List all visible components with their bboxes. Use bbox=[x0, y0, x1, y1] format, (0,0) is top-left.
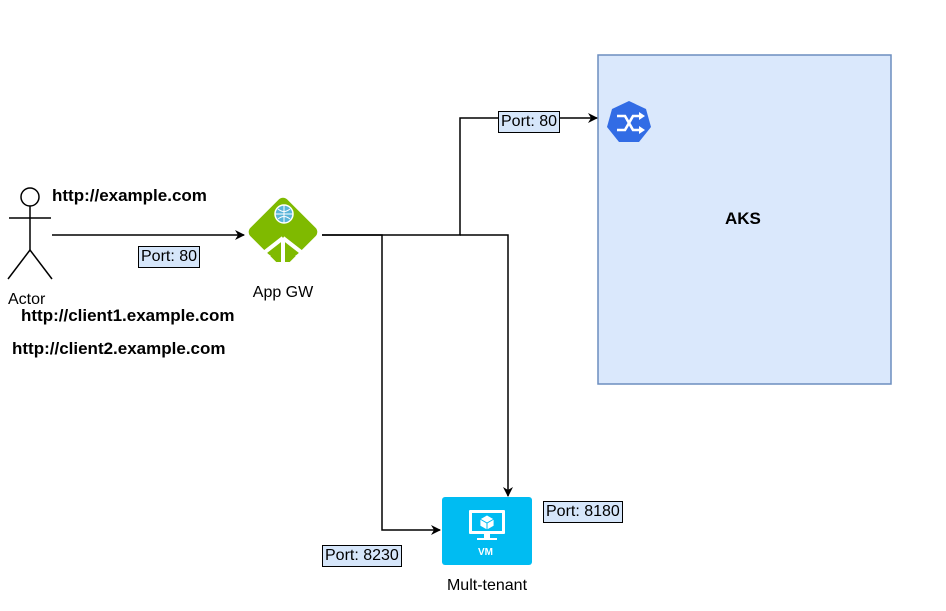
url-client2: http://client2.example.com bbox=[12, 339, 226, 358]
appgw-label: App GW bbox=[252, 284, 314, 301]
application-gateway-icon[interactable] bbox=[246, 195, 320, 269]
vm-label: Mult-tenant bbox=[446, 577, 528, 594]
edge-appgw-to-aks[interactable] bbox=[322, 113, 598, 236]
aks-label: AKS bbox=[725, 209, 761, 228]
actor-label: Actor bbox=[8, 291, 46, 308]
kubernetes-service-icon[interactable] bbox=[607, 101, 651, 142]
url-example: http://example.com bbox=[52, 186, 207, 205]
edge-appgw-to-vm-left[interactable] bbox=[322, 234, 441, 535]
vm-badge: VM bbox=[478, 547, 493, 558]
port-label-gw-to-aks: Port: 80 bbox=[498, 111, 561, 133]
edge-appgw-to-vm-top[interactable] bbox=[460, 234, 513, 497]
port-label-actor-to-gw: Port: 80 bbox=[138, 246, 201, 268]
port-label-gw-to-vm-8180: Port: 8180 bbox=[543, 501, 623, 523]
stick-figure-icon[interactable] bbox=[7, 187, 53, 280]
virtual-machine-icon[interactable] bbox=[442, 497, 532, 565]
aks-container[interactable] bbox=[597, 54, 892, 385]
url-client1: http://client1.example.com bbox=[21, 306, 235, 325]
port-label-gw-to-vm-8230: Port: 8230 bbox=[322, 545, 402, 567]
